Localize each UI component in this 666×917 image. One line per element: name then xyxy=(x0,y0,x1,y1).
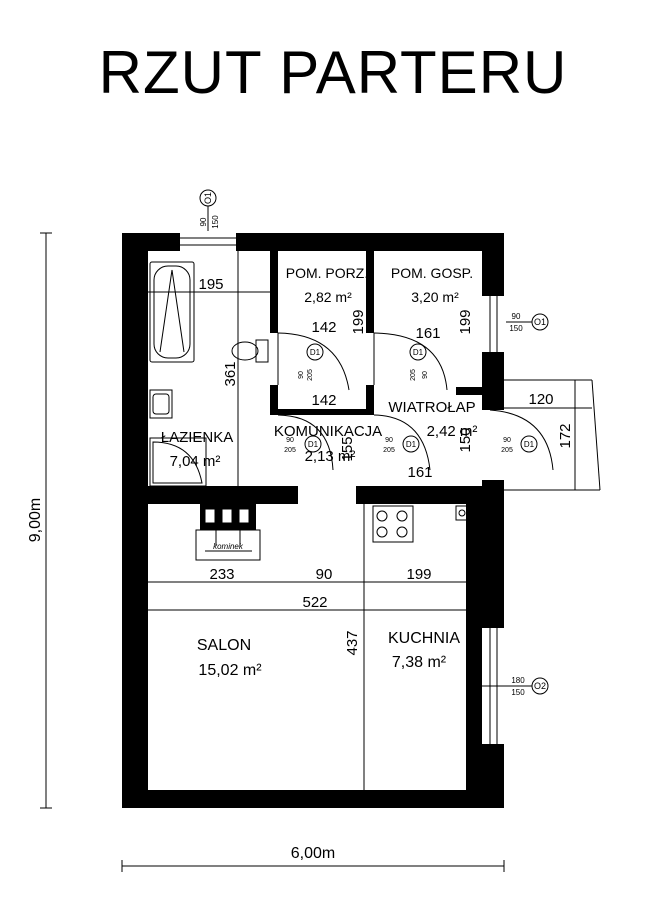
window-code: O1 xyxy=(203,192,213,204)
door-width: 90 xyxy=(286,437,294,444)
fireplace-label: kominek xyxy=(213,542,244,551)
door-height: 205 xyxy=(383,447,395,454)
window-height: 150 xyxy=(211,215,220,229)
room-area: 15,02 m² xyxy=(198,662,262,679)
door-tag-kom: D1 90 205 xyxy=(383,435,420,454)
dimension-199-kitchen: 199 xyxy=(406,566,431,583)
room-area: 3,20 m² xyxy=(411,289,459,305)
door-tag-laz: D1 90 205 xyxy=(284,435,322,454)
door-width: 90 xyxy=(385,437,393,444)
door-code: D1 xyxy=(413,348,424,357)
dimension-522: 522 xyxy=(302,594,327,611)
room-kuchnia: KUCHNIA 7,38 m² xyxy=(388,630,460,671)
room-area: 2,82 m² xyxy=(304,289,352,305)
door-swings xyxy=(277,332,601,491)
door-code: D1 xyxy=(308,440,319,449)
door-width: 90 xyxy=(422,371,429,379)
dimension-172: 172 xyxy=(557,423,574,448)
dimension-161-lower: 161 xyxy=(407,464,432,481)
door-height: 205 xyxy=(410,369,417,381)
room-lazienka: ŁAZIENKA 7,04 m² xyxy=(161,429,234,470)
dimension-155: 155 xyxy=(339,436,356,461)
door-code: D1 xyxy=(524,440,535,449)
door-code: D1 xyxy=(310,348,321,357)
window-code: O1 xyxy=(534,317,546,327)
dimension-361: 361 xyxy=(222,361,239,386)
dimension-142-lower: 142 xyxy=(311,392,336,409)
exterior-walls xyxy=(122,233,504,808)
shower-tray xyxy=(149,437,207,487)
room-name: ŁAZIENKA xyxy=(161,429,234,446)
dimension-199-porz: 199 xyxy=(350,309,367,334)
stove xyxy=(372,505,414,543)
door-tag-porz: D1 90 205 xyxy=(298,343,324,381)
room-area: 2,42 m² xyxy=(427,423,478,440)
bathroom-sink xyxy=(149,389,173,419)
kitchen-sink xyxy=(455,505,479,521)
window-height: 150 xyxy=(511,688,525,697)
window-height: 150 xyxy=(509,324,523,333)
window-width: 180 xyxy=(511,676,525,685)
dimension-lines xyxy=(40,232,592,872)
room-name: POM. PORZ. xyxy=(286,265,368,281)
page-title: RZUT PARTERU xyxy=(98,39,568,106)
door-height: 205 xyxy=(307,369,314,381)
room-name: SALON xyxy=(197,637,251,654)
room-pom-porz: POM. PORZ. 2,82 m² xyxy=(286,265,368,305)
fireplace-flues xyxy=(204,508,250,524)
room-wiatrolap: WIATROŁAP 2,42 m² xyxy=(388,399,477,440)
door-height: 205 xyxy=(284,447,296,454)
dimension-233: 233 xyxy=(209,566,234,583)
door-width: 90 xyxy=(503,437,511,444)
room-pom-gosp: POM. GOSP. 3,20 m² xyxy=(391,265,473,305)
room-area: 7,04 m² xyxy=(170,453,221,470)
dimension-142-upper: 142 xyxy=(311,319,336,336)
dimension-90: 90 xyxy=(316,566,333,583)
toilet xyxy=(231,339,269,363)
door-code: D1 xyxy=(406,440,417,449)
room-komunikacja: KOMUNIKACJA 2,13 m² xyxy=(274,423,382,465)
window-width: 90 xyxy=(199,217,208,226)
door-tag-entrance: D1 90 205 xyxy=(501,435,538,454)
dimension-120: 120 xyxy=(528,391,553,408)
room-name: KUCHNIA xyxy=(388,630,460,647)
room-area: 7,38 m² xyxy=(392,654,447,671)
door-tag-gosp: D1 90 205 xyxy=(409,343,429,381)
dimension-overall-width: 6,00m xyxy=(291,845,335,862)
dimension-161-upper: 161 xyxy=(415,325,440,342)
dimension-195: 195 xyxy=(198,276,223,293)
dimension-150: 150 xyxy=(457,427,474,452)
room-name: KOMUNIKACJA xyxy=(274,423,382,440)
dimension-199-gosp: 199 xyxy=(457,309,474,334)
room-area: 2,13 m² xyxy=(305,448,356,465)
fireplace xyxy=(195,529,261,561)
window-code: O2 xyxy=(534,681,546,691)
window-tag-o1-top: O1 90 150 xyxy=(199,189,220,231)
door-width: 90 xyxy=(298,371,305,379)
door-height: 205 xyxy=(501,447,513,454)
dimension-overall-height: 9,00m xyxy=(27,498,44,542)
window-tag-o2: O2 180 150 xyxy=(482,676,549,697)
window-width: 90 xyxy=(512,312,521,321)
window-tag-o1-right: O1 90 150 xyxy=(506,312,549,333)
dimension-437: 437 xyxy=(344,630,361,655)
room-name: WIATROŁAP xyxy=(388,399,475,416)
room-name: POM. GOSP. xyxy=(391,265,473,281)
room-salon: SALON 15,02 m² xyxy=(197,637,262,679)
bathtub xyxy=(149,261,195,363)
